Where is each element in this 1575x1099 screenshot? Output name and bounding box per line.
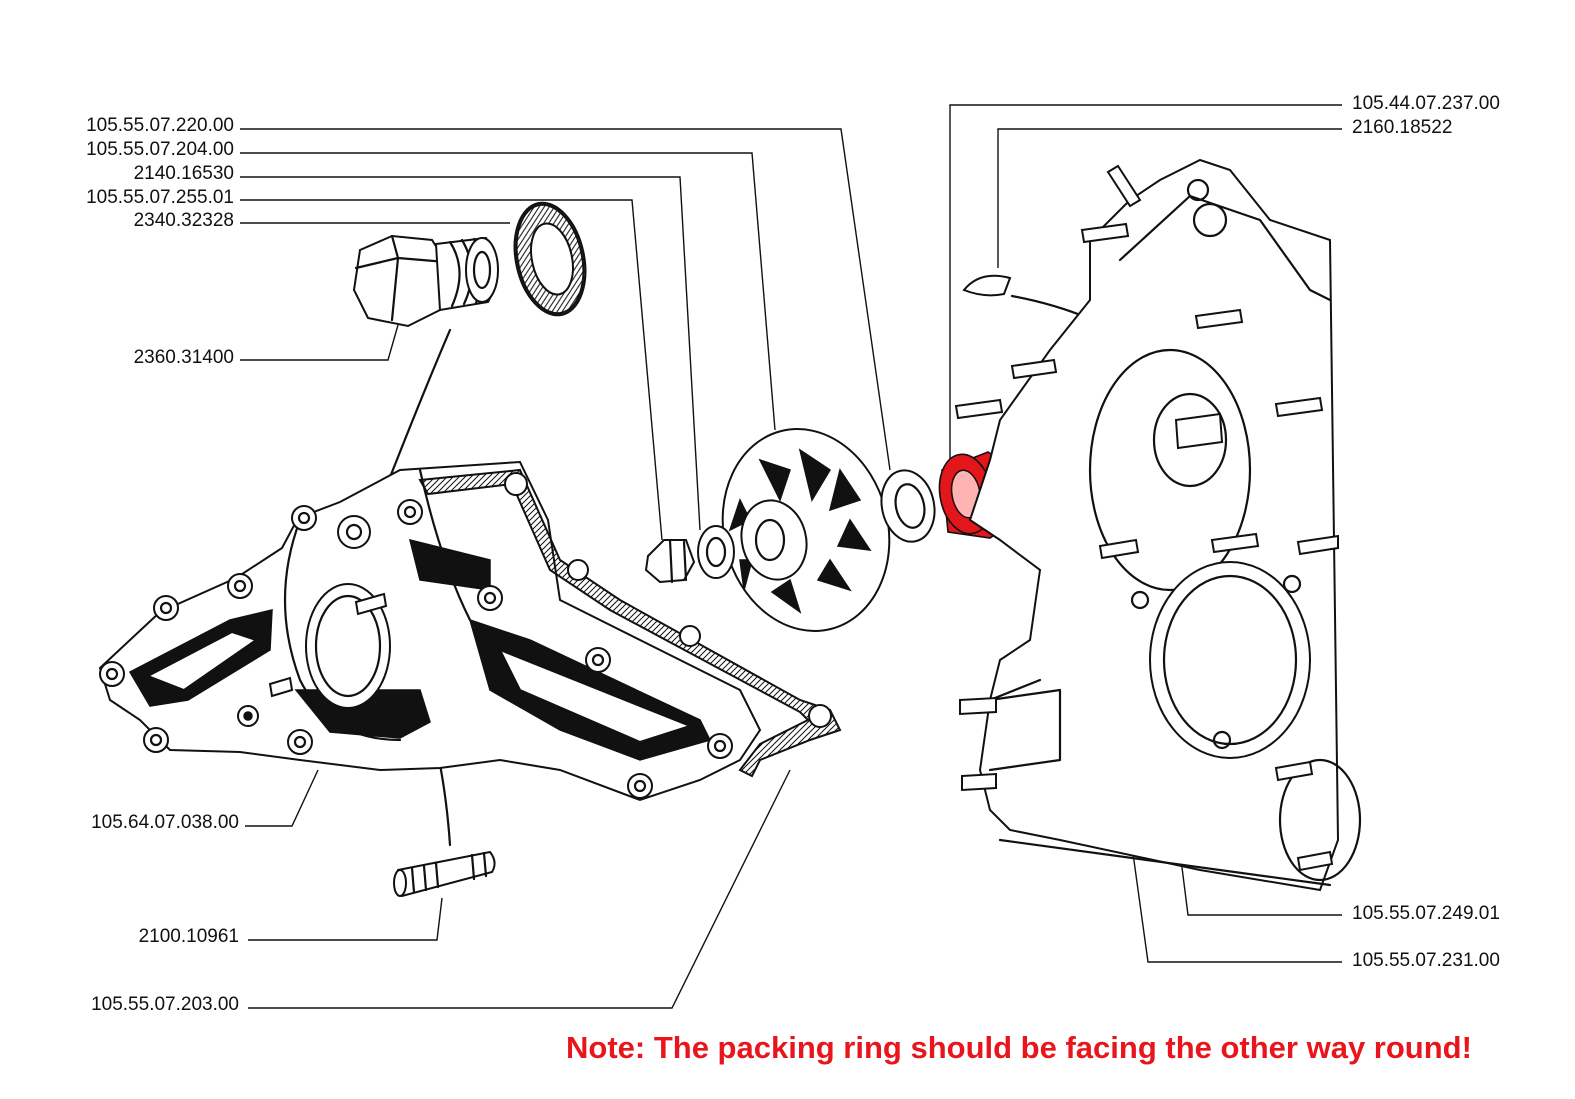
leader-2160-18522: [997, 128, 1342, 268]
leader-2140-16530: [240, 176, 701, 531]
part-label-105-55-07-231-00: 105.55.07.231.00: [1352, 950, 1500, 971]
part-label-105-44-07-237-00: 105.44.07.237.00: [1352, 93, 1500, 114]
leader-105-55-07-220-00: [240, 128, 891, 471]
leader-105-55-07-204-00: [240, 152, 776, 431]
pump-housing: [98, 460, 762, 802]
leader-105-64-07-038-00: [245, 769, 319, 827]
leader-2100-10961: [248, 897, 443, 941]
leader-105-44-07-237-00: [949, 104, 1342, 460]
part-label-105-64-07-038-00: 105.64.07.038.00: [91, 812, 239, 833]
part-label-105-55-07-220-00: 105.55.07.220.00: [86, 115, 234, 136]
part-label-2160-18522: 2160.18522: [1352, 117, 1453, 138]
part-label-105-55-07-249-01: 105.55.07.249.01: [1352, 903, 1500, 924]
sealing-washer: [513, 201, 587, 317]
packing-ring-note: Note: The packing ring should be facing …: [566, 1030, 1472, 1065]
leader-2360-31400: [240, 324, 399, 361]
part-label-2340-32328: 2340.32328: [133, 210, 234, 231]
leader-105-55-07-255-01: [240, 199, 663, 541]
part-label-105-55-07-255-01: 105.55.07.255.01: [86, 187, 234, 208]
part-label-2360-31400: 2360.31400: [133, 347, 234, 368]
part-label-105-55-07-204-00: 105.55.07.204.00: [86, 139, 234, 160]
woodruff-key: [962, 274, 1012, 297]
timing-cover: [954, 158, 1362, 892]
drain-plug: [352, 234, 499, 328]
part-label-2100-10961: 2100.10961: [138, 926, 239, 947]
leader-105-55-07-203-00: [248, 769, 791, 1009]
part-label-2140-16530: 2140.16530: [133, 163, 234, 184]
impeller: [644, 428, 891, 632]
housing-gasket: [418, 468, 842, 778]
part-label-105-55-07-203-00: 105.55.07.203.00: [91, 994, 239, 1015]
seal-ring: [880, 469, 936, 543]
stud-bolt: [393, 850, 496, 898]
